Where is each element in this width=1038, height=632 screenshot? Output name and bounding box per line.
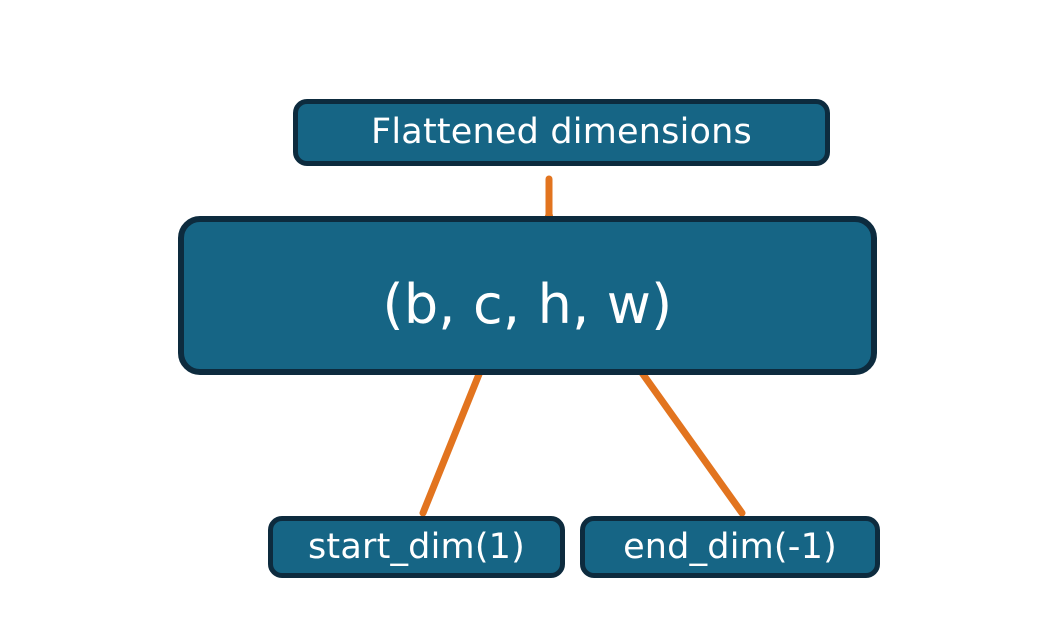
node-start-dim: start_dim(1) xyxy=(268,516,565,578)
node-end-dim: end_dim(-1) xyxy=(580,516,880,578)
node-flattened-dimensions: Flattened dimensions xyxy=(293,99,830,166)
node-end-dim-label: end_dim(-1) xyxy=(623,526,837,567)
node-tensor-shape: (b, c, h, w) xyxy=(178,216,877,375)
node-start-dim-label: start_dim(1) xyxy=(307,526,526,567)
node-tensor-shape-label: (b, c, h, w) xyxy=(382,273,673,336)
node-flattened-dimensions-label: Flattened dimensions xyxy=(371,112,752,152)
